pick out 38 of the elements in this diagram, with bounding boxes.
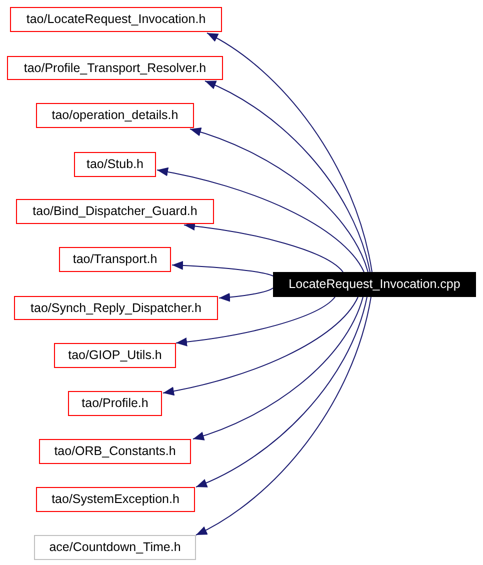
file-name: tao/Stub.h (86, 158, 144, 171)
file-node (36, 487, 195, 512)
file-name: tao/operation_details.h (52, 109, 178, 122)
file-name: tao/Profile.h (82, 397, 148, 410)
file-node (34, 535, 196, 560)
arrow (196, 296, 372, 536)
arrow (176, 296, 336, 346)
file-node (10, 7, 222, 32)
arrow (190, 128, 368, 272)
arrow (172, 260, 274, 276)
file-name: tao/Profile_Transport_Resolver.h (24, 62, 206, 74)
arrow (184, 222, 344, 272)
highlighted-file-node (273, 272, 476, 297)
arrow (162, 296, 358, 396)
arrow (206, 32, 372, 272)
file-name: ace/Countdown_Time.h (49, 541, 181, 554)
file-node (7, 56, 223, 80)
file-node (36, 103, 194, 128)
file-name: LocateRequest_Invocation.cpp (288, 278, 460, 291)
file-node (74, 152, 156, 177)
file-node (54, 343, 176, 368)
arrow (192, 296, 364, 440)
file-name: tao/GIOP_Utils.h (68, 349, 162, 362)
file-name: tao/Transport.h (72, 253, 158, 266)
file-node (39, 439, 191, 464)
arrow (156, 168, 364, 272)
arrow (196, 296, 368, 488)
file-node (16, 199, 214, 224)
arrow (204, 80, 370, 272)
arrow (218, 288, 274, 302)
file-name: tao/SystemException.h (52, 493, 180, 506)
file-node (68, 391, 162, 416)
file-node (59, 247, 171, 272)
file-name: tao/Bind_Dispatcher_Guard.h (32, 205, 198, 218)
file-name: tao/LocateRequest_Invocation.h (26, 13, 206, 26)
file-name: tao/Synch_Reply_Dispatcher.h (30, 302, 202, 314)
file-node (14, 296, 218, 320)
file-name: tao/ORB_Constants.h (54, 445, 176, 458)
